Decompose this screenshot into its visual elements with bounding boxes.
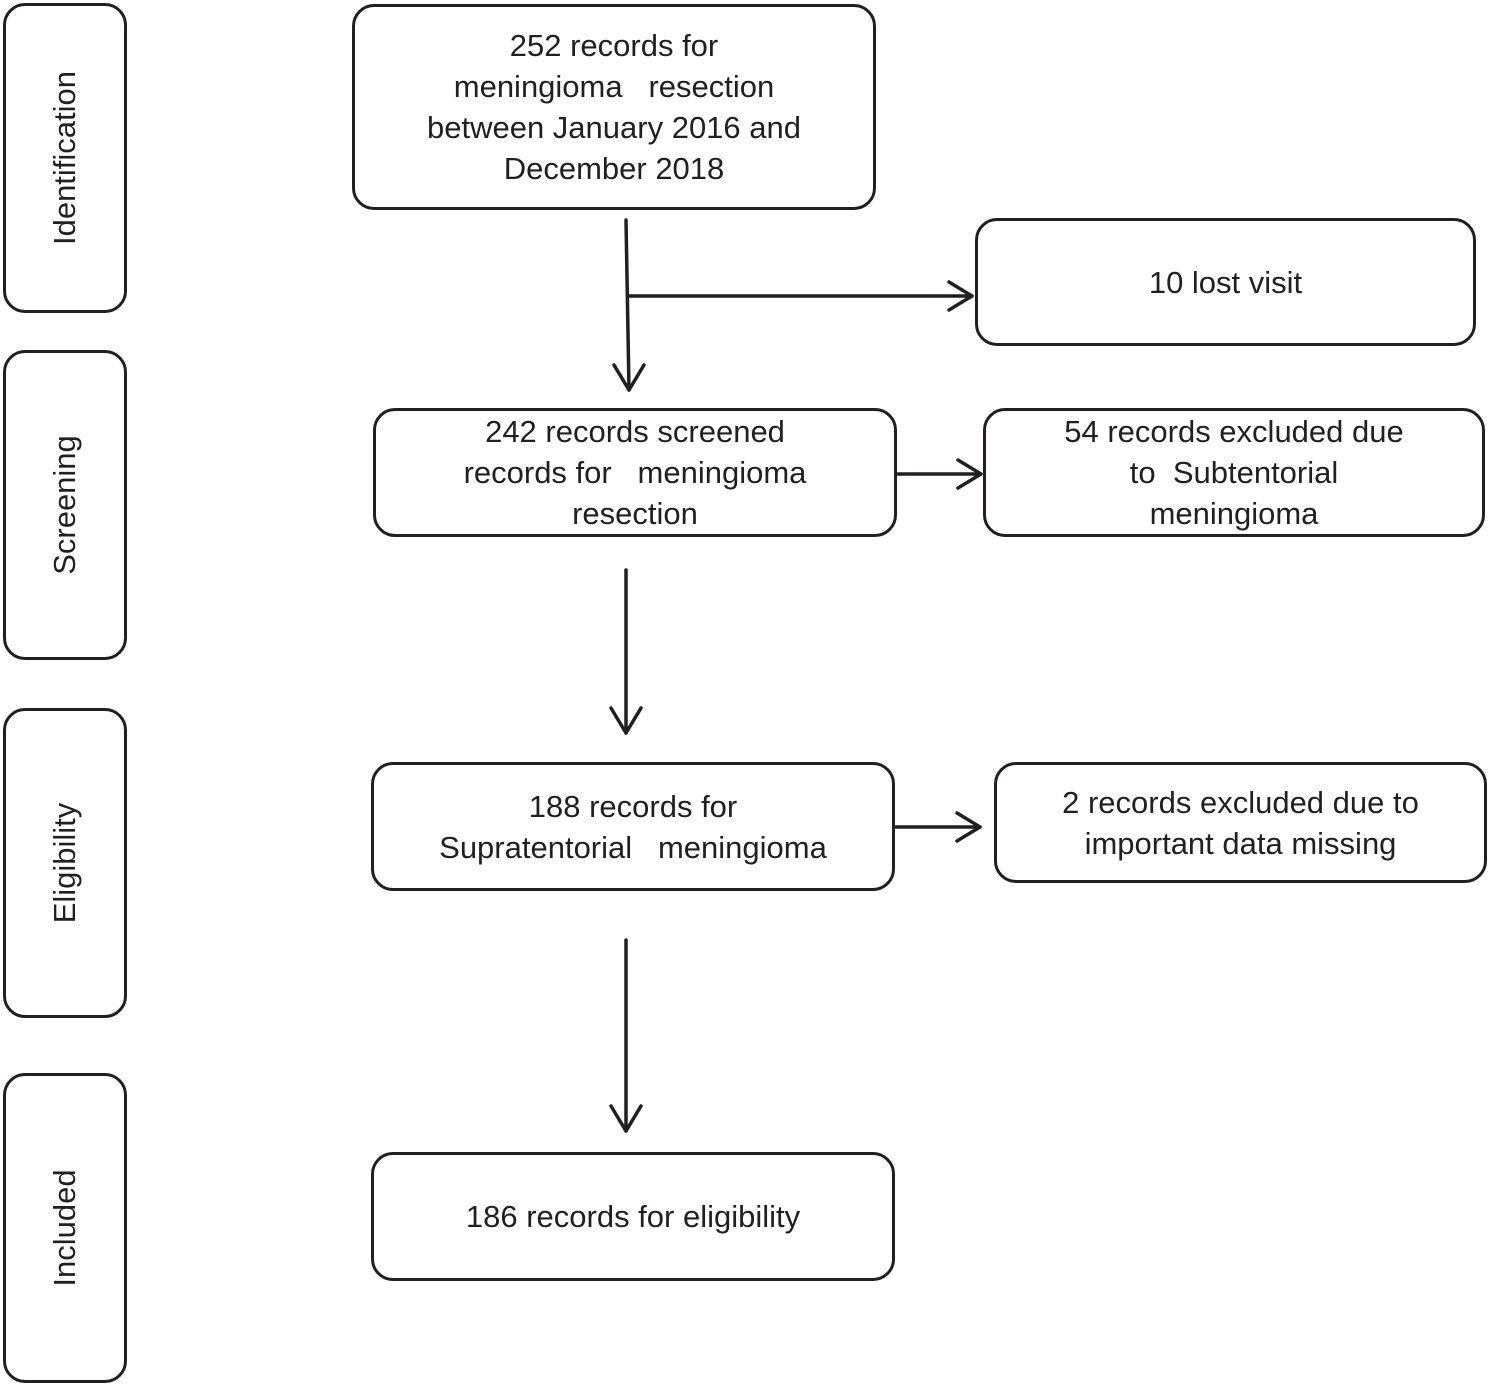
box-text-line: December 2018 [503,151,725,186]
excluded-subtentorial-box: 54 records excluded due to Subtentorial … [983,408,1485,537]
supratentorial-records-box: 188 records for Supratentorial meningiom… [371,762,895,891]
stage-identification: Identification [3,3,127,313]
box-text-line: 242 records screened [485,414,785,449]
box-text-line: records for meningioma [463,455,807,490]
box-text-line: meningioma [1149,496,1319,531]
screened-records-box: 242 records screened records for meningi… [373,408,897,537]
box-text-line: 252 records for [509,28,719,63]
box-text-line: important data missing [1084,825,1397,861]
lost-visit-box: 10 lost visit [975,218,1476,346]
arrowhead-to-excluded-missing [955,811,982,843]
box-text-line: 2 records excluded due to [1062,784,1419,820]
box-text-line: to Subtentorial [1129,455,1339,490]
box-text-line: meningioma resection [453,69,775,104]
box-text-line: 188 records for [528,788,738,824]
arrowhead-to-excluded-subtentorial [956,458,983,490]
excluded-missing-data-box: 2 records excluded due to important data… [994,762,1487,883]
box-text-line: Supratentorial meningioma [439,829,827,865]
stage-eligibility: Eligibility [3,708,127,1018]
box-text-line: between January 2016 and [426,110,801,145]
arrowhead-identified-to-screened [612,363,646,392]
box-text-line: 54 records excluded due [1064,414,1404,449]
arrowhead-supratentorial-to-included [609,1104,643,1133]
arrowhead-screened-to-supratentorial [609,706,643,735]
identified-records-box: 252 records for meningioma resection bet… [352,4,876,210]
box-text-line: 186 records for eligibility [465,1199,801,1234]
arrowhead-to-lost-visit [947,280,974,312]
box-text-line: resection [572,496,698,531]
arrow-identified-to-screened [624,218,631,392]
box-text-line: 10 lost visit [1148,264,1303,300]
included-records-box: 186 records for eligibility [371,1152,895,1281]
stage-screening: Screening [3,350,127,660]
stage-included: Included [3,1073,127,1383]
